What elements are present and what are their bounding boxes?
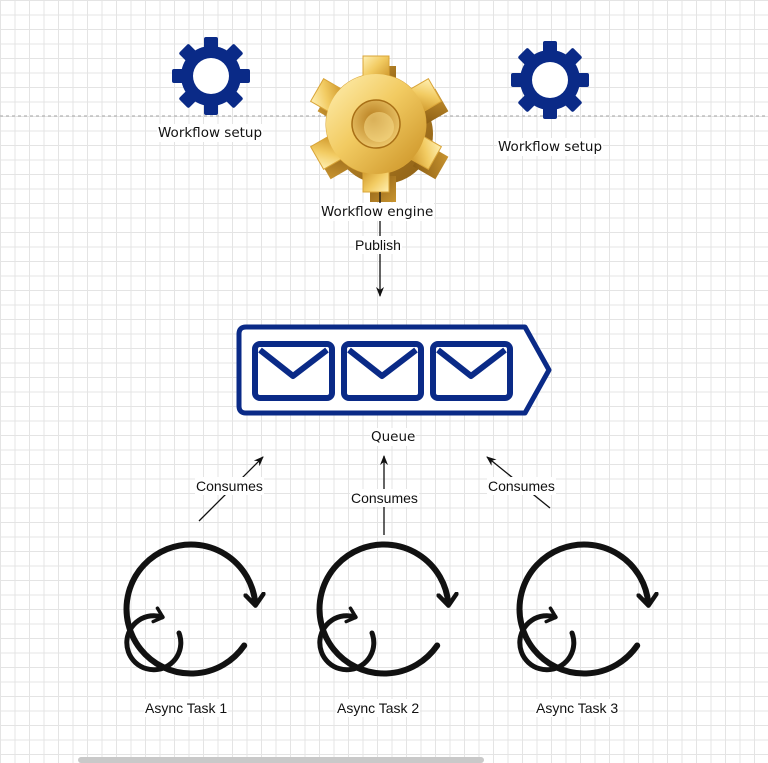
workflow-engine-label: Workflow engine <box>320 203 435 221</box>
consumes-edge-label-2: Consumes <box>350 489 419 507</box>
consumes-edge-label-1: Consumes <box>195 477 264 495</box>
circular-arrow-icon[interactable] <box>516 541 649 677</box>
circular-arrow-icon[interactable] <box>316 541 449 677</box>
workflow-setup-right-label: Workflow setup <box>497 138 604 156</box>
gear-icon[interactable] <box>172 37 250 115</box>
async-task-3-label: Async Task 3 <box>535 699 620 717</box>
envelope-icon <box>252 341 335 401</box>
publish-edge-label: Publish <box>354 236 402 254</box>
async-task-1-label: Async Task 1 <box>144 699 229 717</box>
consumes-edge-label-3: Consumes <box>487 477 556 495</box>
envelope-icon <box>430 341 513 401</box>
envelope-icon <box>341 341 424 401</box>
queue-label: Queue <box>370 428 417 446</box>
gear-icon[interactable] <box>511 41 589 119</box>
message-queue-icon[interactable] <box>236 324 552 416</box>
circular-arrow-icon[interactable] <box>123 541 256 677</box>
async-task-2-label: Async Task 2 <box>336 699 421 717</box>
horizontal-scrollbar[interactable] <box>78 757 484 763</box>
workflow-setup-left-label: Workflow setup <box>157 124 264 142</box>
3d-gear-icon[interactable] <box>309 55 449 202</box>
